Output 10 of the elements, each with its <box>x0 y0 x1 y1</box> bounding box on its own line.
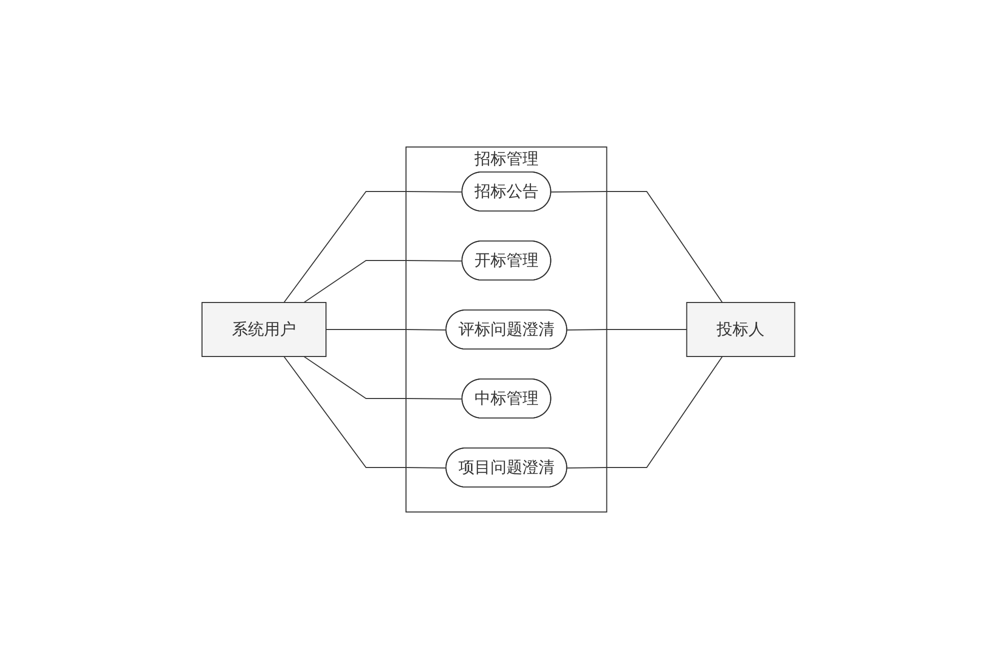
node-box: 系统用户 <box>201 302 326 356</box>
connector <box>303 356 463 399</box>
connector <box>550 190 722 302</box>
connector <box>303 260 463 302</box>
node-box: 投标人 <box>686 302 795 356</box>
connector <box>283 356 447 468</box>
connector <box>283 190 463 302</box>
connector <box>566 356 722 468</box>
connector <box>325 328 447 330</box>
connector <box>566 328 687 330</box>
